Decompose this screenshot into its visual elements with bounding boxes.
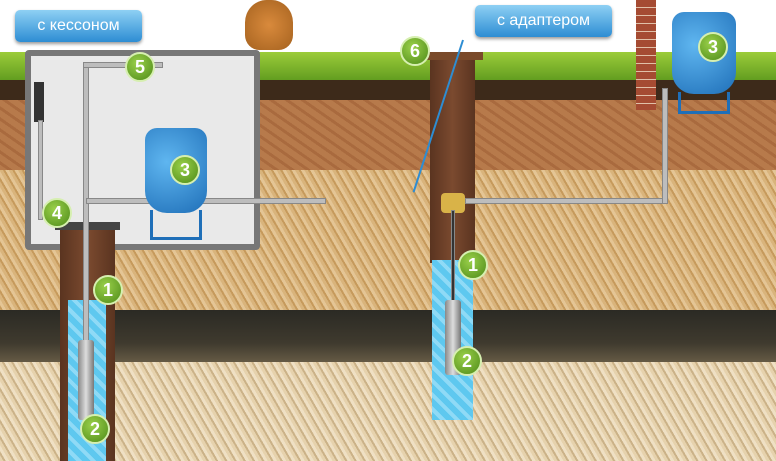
marker-1-adapter: 1 <box>458 250 488 280</box>
callout-caisson: с кессоном <box>15 10 142 42</box>
callout-adapter: с адаптером <box>475 5 612 37</box>
pitless-adapter <box>441 193 465 213</box>
tank-legs <box>150 210 202 240</box>
drop-pipe <box>451 210 455 310</box>
control-box <box>34 82 44 122</box>
marker-3: 3 <box>170 155 200 185</box>
cable <box>38 120 43 220</box>
well-cap <box>425 52 483 60</box>
marker-2: 2 <box>80 414 110 444</box>
marker-4: 4 <box>42 198 72 228</box>
marker-3-adapter: 3 <box>698 32 728 62</box>
aquifer-layer <box>0 362 776 461</box>
marker-2-adapter: 2 <box>452 346 482 376</box>
marker-6: 6 <box>400 36 430 66</box>
supply-pipe <box>86 198 326 204</box>
house-wall <box>636 0 656 110</box>
adapter-tank-legs <box>678 92 730 114</box>
adapter-riser <box>662 88 668 204</box>
vent-pipe <box>83 62 163 68</box>
cat-image <box>245 0 293 50</box>
submersible-pump <box>78 340 94 420</box>
marker-5: 5 <box>125 52 155 82</box>
aquitard-layer <box>0 310 776 365</box>
adapter-supply-pipe <box>465 198 668 204</box>
marker-1: 1 <box>93 275 123 305</box>
